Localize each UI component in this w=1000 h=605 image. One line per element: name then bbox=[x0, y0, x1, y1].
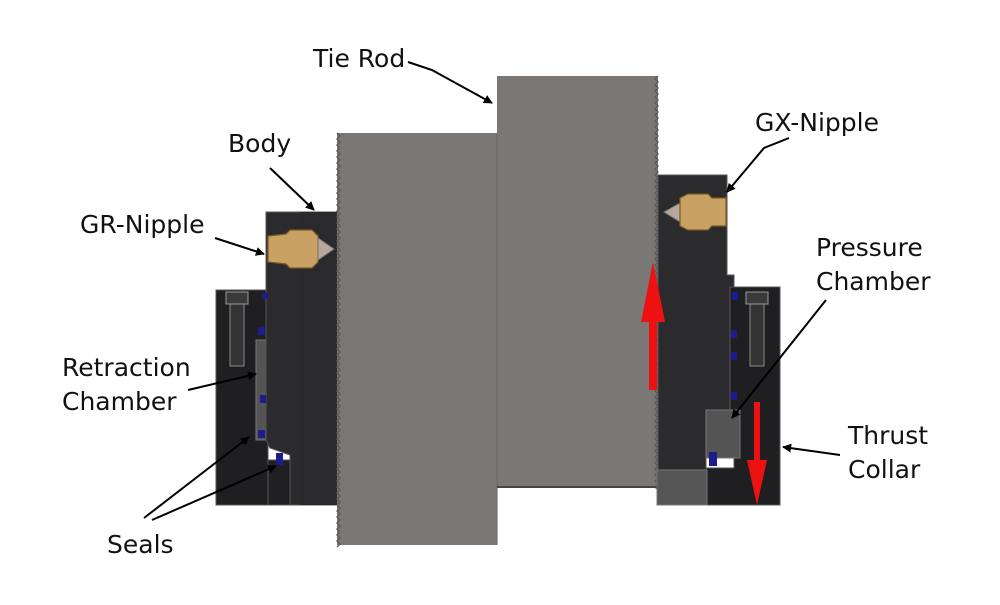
left-cap-screw-head bbox=[225, 291, 249, 305]
seal-right-3 bbox=[731, 352, 737, 360]
leader-gx-nipple bbox=[726, 137, 790, 193]
seal-left-3 bbox=[258, 430, 265, 438]
downward-force-arrow bbox=[747, 402, 767, 505]
pressure-chamber-piston bbox=[705, 409, 741, 459]
gr-nipple-graphic bbox=[267, 229, 319, 269]
tie-rod-upper-left-shoulder bbox=[337, 133, 497, 545]
label-body: Body bbox=[228, 129, 291, 158]
leader-pressure-chamber bbox=[731, 299, 827, 419]
label-pressure-chamber-line2: Chamber bbox=[816, 267, 931, 296]
tie-rod-center bbox=[497, 76, 658, 487]
seal-right-2 bbox=[731, 330, 737, 338]
seal-right-1 bbox=[732, 292, 738, 300]
label-thrust-collar-line1: Thrust bbox=[847, 421, 928, 450]
leader-lines bbox=[143, 61, 841, 521]
seal-left-1 bbox=[258, 327, 265, 335]
label-pressure-chamber-line1: Pressure bbox=[816, 233, 923, 262]
label-seals: Seals bbox=[107, 530, 174, 559]
label-retraction-chamber-line2: Chamber bbox=[62, 387, 177, 416]
seal-left-4 bbox=[276, 453, 283, 465]
gx-nipple-graphic bbox=[679, 193, 727, 231]
label-tie-rod: Tie Rod bbox=[312, 44, 405, 73]
leader-tie-rod bbox=[407, 61, 493, 104]
seal-right-4 bbox=[731, 392, 737, 400]
label-gr-nipple: GR-Nipple bbox=[80, 210, 204, 239]
seal-left-2 bbox=[260, 395, 266, 403]
label-gx-nipple: GX-Nipple bbox=[755, 108, 879, 137]
leader-seals-2 bbox=[151, 465, 277, 521]
leader-body bbox=[269, 167, 315, 211]
label-thrust-collar-line2: Collar bbox=[848, 455, 921, 484]
leader-retraction-chamber bbox=[187, 371, 257, 391]
right-cap-screw-head bbox=[745, 291, 769, 305]
tie-rod-thread-left bbox=[336, 132, 341, 548]
leader-gr-nipple bbox=[214, 237, 265, 256]
left-collar-foot bbox=[267, 459, 293, 506]
upward-force-arrow bbox=[641, 262, 665, 390]
leader-thrust-collar bbox=[782, 443, 841, 456]
seal-right-5 bbox=[709, 452, 717, 466]
seal-left-5 bbox=[262, 293, 268, 299]
label-retraction-chamber-line1: Retraction bbox=[62, 353, 191, 382]
right-lower-nut bbox=[656, 469, 708, 506]
leader-seals-1 bbox=[143, 436, 250, 519]
gr-nipple-tip bbox=[317, 237, 335, 261]
left-body-inner-step bbox=[300, 212, 337, 505]
